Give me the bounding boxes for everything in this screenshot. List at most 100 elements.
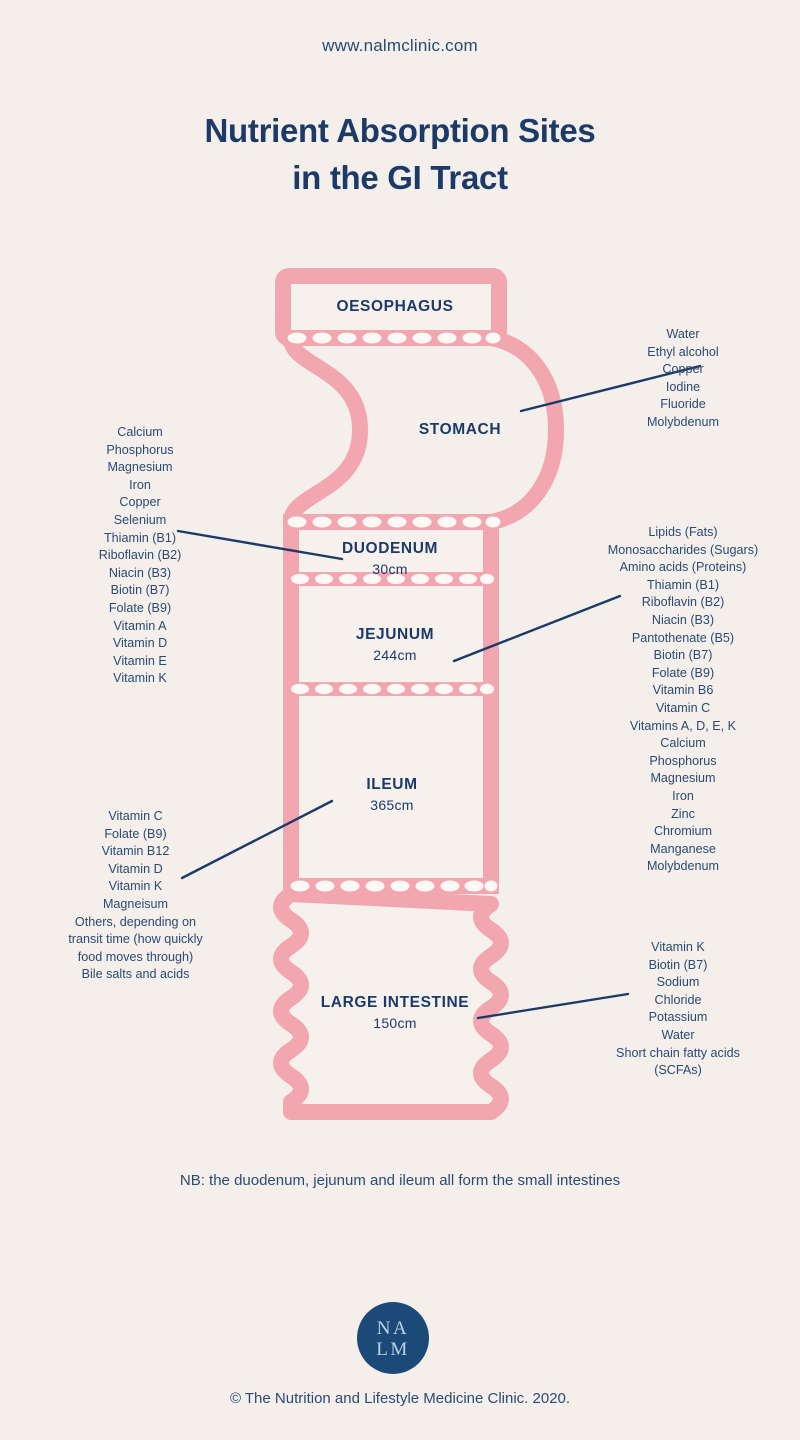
footnote: NB: the duodenum, jejunum and ileum all … — [179, 1172, 621, 1189]
dash-row-jejunum — [291, 683, 494, 695]
dash-row-duodenum — [291, 573, 494, 585]
nutrient-item: Amino acids (Proteins) — [619, 560, 747, 575]
nutrient-item: Vitamins A, D, E, K — [629, 718, 737, 733]
nutrient-item: Water — [661, 1027, 695, 1042]
nutrient-item: transit time (how quickly — [68, 932, 203, 947]
nutrient-list-jejunum: Lipids (Fats) Monosaccharides (Sugars) Ami… — [578, 524, 788, 876]
website-url: www.nalmclinic.com — [322, 36, 478, 55]
nutrient-item: Vitamin K — [113, 671, 167, 686]
junction-dashes — [287, 332, 501, 892]
organ-shapes — [176, 268, 702, 1120]
nutrient-item: Sodium — [656, 975, 700, 990]
page-title: Nutrient Absorption Sites in the GI Trac… — [0, 108, 800, 202]
organ-length-ileum: 365cm — [370, 797, 414, 813]
copyright-text: © The Nutrition and Lifestyle Medicine C… — [229, 1390, 571, 1407]
title-line-2: in the GI Tract — [292, 158, 508, 196]
nutrient-item: Molybdenum — [646, 859, 720, 874]
organ-name-duodenum: DUODENUM — [341, 540, 439, 557]
nutrient-item: Biotin (B7) — [653, 648, 713, 663]
organ-name-stomach: STOMACH — [418, 421, 502, 438]
nutrient-item: Magneisum — [102, 896, 169, 911]
organ-length-jejunum: 244cm — [373, 647, 417, 663]
nutrient-item: Bile salts and acids — [81, 967, 190, 982]
nutrient-item: Ethyl alcohol — [647, 344, 719, 359]
nutrient-item: Zinc — [671, 806, 695, 821]
nutrient-item: Iodine — [665, 379, 701, 394]
nutrient-item: Vitamin C — [655, 700, 711, 715]
title-line-1: Nutrient Absorption Sites — [204, 112, 596, 149]
nutrient-item: Folate (B9) — [651, 665, 715, 680]
stomach-shape — [283, 330, 369, 530]
nutrient-item: Biotin (B7) — [110, 583, 170, 598]
nutrient-item: food moves through) — [77, 949, 194, 964]
leader-large-intestine — [476, 992, 630, 1020]
organ-label-duodenum: DUODENUM 30cm — [290, 540, 490, 577]
nutrient-item: Folate (B9) — [108, 600, 172, 615]
leader-ileum — [180, 799, 334, 880]
nutrient-item: Magnesium — [107, 460, 173, 475]
nutrient-item: Thiamin (B1) — [103, 530, 177, 545]
nutrient-item: Magnesium — [650, 771, 716, 786]
nutrient-item: Fluoride — [660, 397, 706, 412]
nutrient-item: Vitamin D — [108, 861, 163, 876]
nutrient-item: Copper — [662, 362, 704, 377]
nutrient-item: Copper — [119, 495, 161, 510]
nutrient-item: Niacin (B3) — [108, 565, 172, 580]
organ-label-large-intestine: LARGE INTESTINE 150cm — [295, 994, 495, 1031]
nutrient-item: Phosphorus — [649, 753, 717, 768]
organ-label-ileum: ILEUM 365cm — [292, 776, 492, 813]
nutrient-item: Vitamin K — [108, 879, 163, 894]
large-intestine-shape — [273, 886, 509, 1120]
organ-name-large-intestine: LARGE INTESTINE — [320, 994, 470, 1011]
nutrient-item: Water — [666, 327, 700, 341]
logo-line-2: LM — [376, 1339, 410, 1360]
nutrient-item: Monosaccharides (Sugars) — [607, 542, 759, 557]
logo-line-1: NA — [376, 1318, 410, 1339]
nutrient-item: Vitamin D — [112, 636, 168, 651]
dash-row-ileum — [290, 880, 498, 892]
nutrient-item: Vitamin E — [113, 653, 167, 668]
nutrient-item: Calcium — [660, 736, 706, 751]
nutrient-item: Riboflavin (B2) — [641, 595, 725, 610]
nutrient-item: Iron — [129, 477, 151, 492]
leader-lines — [176, 364, 702, 1020]
leader-jejunum — [452, 594, 622, 663]
nutrient-item: Vitamin K — [651, 940, 705, 954]
nutrient-item: Phosphorus — [106, 442, 174, 457]
nutrient-item: Molybdenum — [646, 414, 720, 429]
organ-length-large-intestine: 150cm — [373, 1015, 417, 1031]
leader-duodenum — [176, 529, 344, 561]
stomach-shape-right — [483, 330, 565, 530]
nutrient-item: Vitamin B6 — [652, 683, 714, 698]
organ-label-oesophagus: OESOPHAGUS — [275, 298, 515, 316]
nalm-logo: NA LM — [357, 1302, 429, 1374]
nutrient-item: Riboflavin (B2) — [98, 548, 182, 563]
nutrient-item: Niacin (B3) — [651, 612, 715, 627]
nutrient-item: (SCFAs) — [654, 1063, 702, 1078]
nutrient-item: Vitamin B12 — [101, 844, 170, 859]
nutrient-item: Potassium — [648, 1010, 708, 1025]
organ-name-ileum: ILEUM — [366, 776, 418, 793]
leader-stomach — [519, 364, 702, 413]
nutrient-item: Pantothenate (B5) — [631, 630, 735, 645]
organ-name-oesophagus: OESOPHAGUS — [336, 298, 454, 315]
nutrient-item: Manganese — [650, 841, 716, 856]
nutrient-item: Vitamin C — [108, 809, 163, 823]
organ-length-duodenum: 30cm — [372, 561, 408, 577]
nutrient-item: Folate (B9) — [104, 826, 167, 841]
nutrient-item: Iron — [672, 788, 694, 803]
nutrient-item: Chloride — [654, 992, 702, 1007]
nutrient-item: Biotin (B7) — [648, 957, 708, 972]
dash-row-oesophagus — [287, 332, 501, 344]
nutrient-item: Chromium — [653, 824, 713, 839]
nutrient-item: Selenium — [113, 512, 167, 527]
nutrient-item: Short chain fatty acids — [616, 1045, 740, 1060]
nutrient-item: Lipids (Fats) — [648, 525, 718, 539]
nutrient-item: Thiamin (B1) — [646, 577, 720, 592]
dash-row-stomach — [287, 516, 501, 528]
